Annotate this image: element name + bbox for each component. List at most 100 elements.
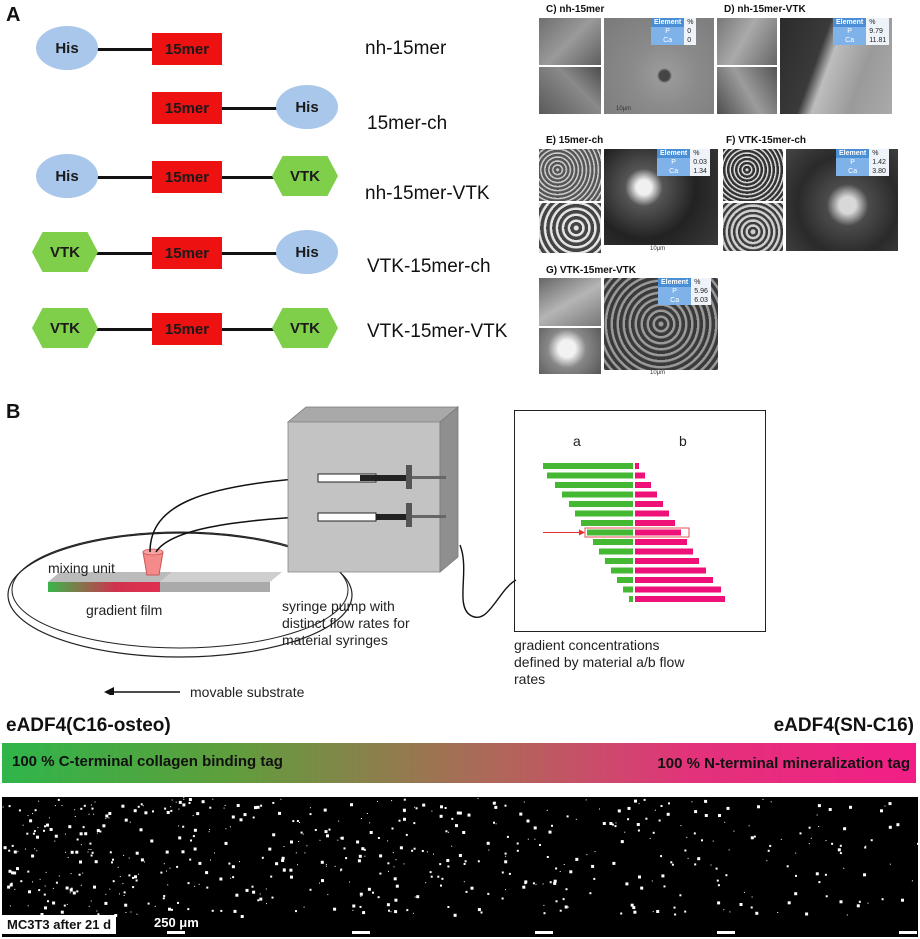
cell-speck [858,900,861,903]
cell-speck [393,866,395,868]
cell-speck [901,898,904,902]
flow-bar-a [629,596,633,602]
cell-speck [839,852,842,855]
cell-speck [9,905,11,907]
cell-speck [694,810,698,814]
cell-speck [751,896,753,898]
cell-speck [493,821,495,824]
cell-speck [123,895,125,896]
sem-thumb [539,328,601,374]
cell-speck [817,804,821,808]
cell-speck [516,842,519,845]
cell-speck [224,805,226,806]
cell-speck [717,884,720,887]
edx-value: 1.42 [869,158,889,167]
cell-speck [818,881,821,884]
cell-speck [464,860,467,863]
cell-speck [135,879,138,882]
cell-speck [133,809,137,813]
cell-speck [76,838,79,841]
cell-speck [164,807,167,810]
sem-thumb [539,67,601,114]
cell-speck [16,867,19,871]
cell-speck [652,911,654,913]
cell-speck [296,820,299,822]
cell-speck [463,881,465,883]
cell-speck [201,800,205,804]
cell-speck [142,805,144,807]
cell-speck [90,854,93,857]
scale-label: 10μm [616,106,632,112]
cell-speck [717,901,721,905]
cell-speck [280,798,282,800]
cell-speck [716,879,719,882]
cell-speck [477,908,481,912]
cell-speck [178,825,180,827]
cell-speck [303,906,305,908]
cell-speck [271,896,274,899]
cell-speck [193,847,197,851]
edx-value: 9.79 [866,27,890,36]
cell-speck [182,803,186,807]
cell-speck [314,829,317,831]
edx-header: % [691,278,711,287]
edx-value: 11.81 [866,36,890,45]
cell-speck [884,805,886,807]
cell-speck [105,818,107,820]
cell-speck [88,813,90,815]
cell-speck [564,905,568,909]
cell-speck [74,816,76,817]
cell-speck [292,820,295,823]
cell-speck [674,913,677,916]
cell-speck [357,859,361,863]
cell-speck [91,807,94,810]
cell-speck [125,912,127,913]
cell-speck [864,846,867,849]
cell-speck [441,877,444,880]
cell-speck [663,885,666,888]
cell-speck [340,868,343,871]
cell-speck [60,910,64,914]
cell-speck [549,881,552,884]
edx-header: % [869,149,889,158]
cell-speck [178,836,182,840]
cell-speck [712,840,714,842]
scale-bar [717,931,735,934]
cell-speck [240,915,244,918]
cell-speck [609,822,613,825]
cell-speck [553,879,557,883]
cell-speck [546,856,549,858]
mer-node: 15mer [152,237,222,269]
cell-speck [651,880,653,882]
cell-speck [694,863,697,866]
cell-speck [456,811,460,815]
cell-speck [585,799,587,801]
cell-speck [76,890,79,893]
right-tag-label: 100 % N-terminal mineralization tag [657,755,910,772]
cell-speck [49,828,53,831]
cell-speck [462,831,466,834]
cell-speck [68,825,72,829]
syringe-pump-block [287,421,441,573]
connector-line [459,544,517,618]
cell-speck [91,851,94,854]
cell-speck [18,809,21,812]
cell-speck [209,806,212,809]
cell-speck [119,876,121,878]
cell-speck [109,851,112,854]
cell-speck [422,803,426,807]
cell-speck [55,881,58,884]
cell-speck [501,871,504,874]
cell-speck [414,896,416,898]
cell-speck [519,812,523,816]
cell-speck [671,863,674,866]
scale-bar [167,931,185,934]
syringe-b-barrel [317,512,377,522]
cell-speck [524,880,528,884]
cell-speck [362,911,366,915]
cell-speck [121,804,125,808]
cell-speck [523,801,525,803]
cell-speck [660,805,663,807]
sem-thumb [723,203,783,251]
cell-speck [252,816,255,819]
